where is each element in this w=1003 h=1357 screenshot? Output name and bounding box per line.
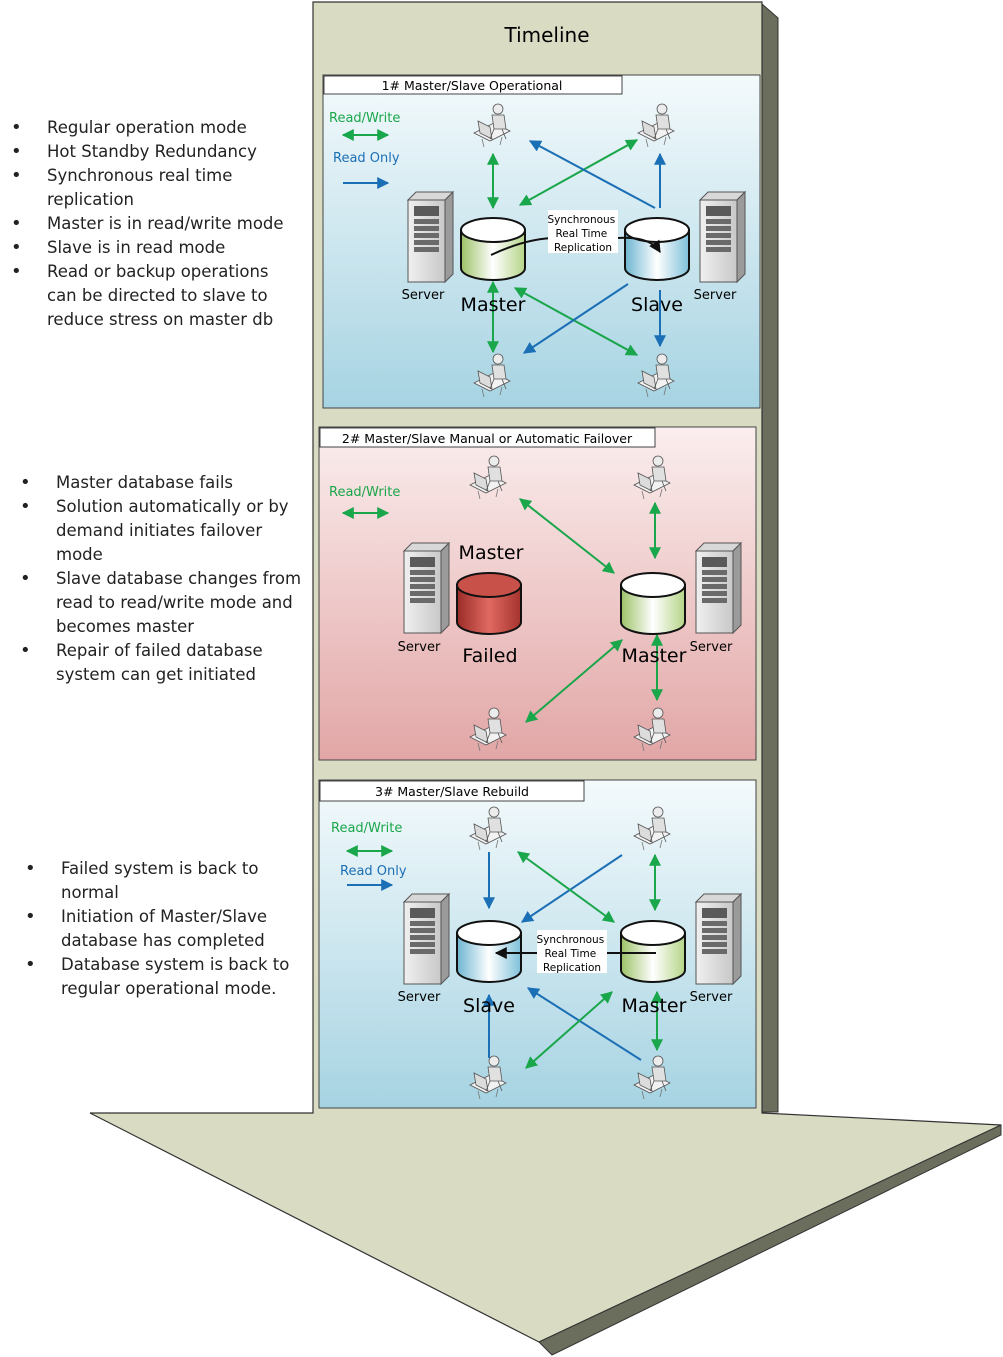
- bullet-item: Hot Standby Redundancy: [11, 140, 302, 164]
- bullet-list-rebuild: Failed system is back to normal Initiati…: [25, 857, 306, 1001]
- panel-3-title: 3# Master/Slave Rebuild: [375, 784, 529, 799]
- slave-database-icon: [456, 920, 522, 983]
- failed-database-icon: [456, 572, 522, 635]
- server-icon: [403, 542, 450, 634]
- panel-2-title: 2# Master/Slave Manual or Automatic Fail…: [342, 431, 633, 446]
- server-label: Server: [690, 640, 733, 655]
- server-icon: [695, 542, 742, 634]
- bullet-item: Failed system is back to normal: [25, 857, 306, 905]
- legend-read-only: Read Only: [333, 151, 400, 166]
- server-label: Server: [398, 640, 441, 655]
- replication-label: Synchronous Real Time Replication: [536, 934, 607, 974]
- bullet-list-operational: Regular operation mode Hot Standby Redun…: [11, 116, 302, 332]
- failed-master-label: Master: [459, 542, 524, 564]
- panel-rebuild: 3# Master/Slave Rebuild Read/Write Read …: [318, 779, 757, 1109]
- master-database-icon: [620, 920, 686, 983]
- bullet-item: Master database fails: [20, 471, 306, 495]
- bullet-item: Synchronous real time replication: [11, 164, 302, 212]
- server-icon: [699, 191, 746, 283]
- failed-label: Failed: [462, 645, 517, 667]
- server-icon: [407, 191, 454, 283]
- legend-read-only: Read Only: [340, 864, 407, 879]
- bullet-list-failover: Master database fails Solution automatic…: [20, 471, 306, 687]
- master-label: Master: [622, 645, 687, 667]
- bullet-item: Solution automatically or by demand init…: [20, 495, 306, 567]
- server-icon: [403, 893, 450, 985]
- server-label: Server: [690, 990, 733, 1005]
- panel-1-title: 1# Master/Slave Operational: [382, 78, 563, 93]
- slave-label: Slave: [631, 294, 683, 316]
- server-label: Server: [398, 990, 441, 1005]
- bullet-item: Database system is back to regular opera…: [25, 953, 306, 1001]
- bullet-item: Regular operation mode: [11, 116, 302, 140]
- bullet-item: Read or backup operations can be directe…: [11, 260, 302, 332]
- server-label: Server: [402, 288, 445, 303]
- new-master-database-icon: [620, 572, 686, 635]
- server-icon: [695, 893, 742, 985]
- bullet-item: Slave is in read mode: [11, 236, 302, 260]
- legend-read-write: Read/Write: [329, 485, 400, 500]
- bullet-item: Initiation of Master/Slave database has …: [25, 905, 306, 953]
- legend-read-write: Read/Write: [329, 111, 400, 126]
- bullet-item: Master is in read/write mode: [11, 212, 302, 236]
- timeline-title: Timeline: [503, 23, 589, 47]
- bullet-item: Repair of failed database system can get…: [20, 639, 306, 687]
- replication-label: Synchronous Real Time Replication: [547, 214, 618, 254]
- slave-database-icon: [624, 217, 690, 281]
- master-label: Master: [622, 995, 687, 1017]
- slave-label: Slave: [463, 995, 515, 1017]
- legend-read-write: Read/Write: [331, 821, 402, 836]
- master-label: Master: [461, 294, 526, 316]
- server-label: Server: [694, 288, 737, 303]
- master-database-icon: [460, 217, 526, 281]
- panel-operational: 1# Master/Slave Operational Read/Write R…: [322, 74, 761, 409]
- panel-failover: 2# Master/Slave Manual or Automatic Fail…: [318, 426, 757, 761]
- bullet-item: Slave database changes from read to read…: [20, 567, 306, 639]
